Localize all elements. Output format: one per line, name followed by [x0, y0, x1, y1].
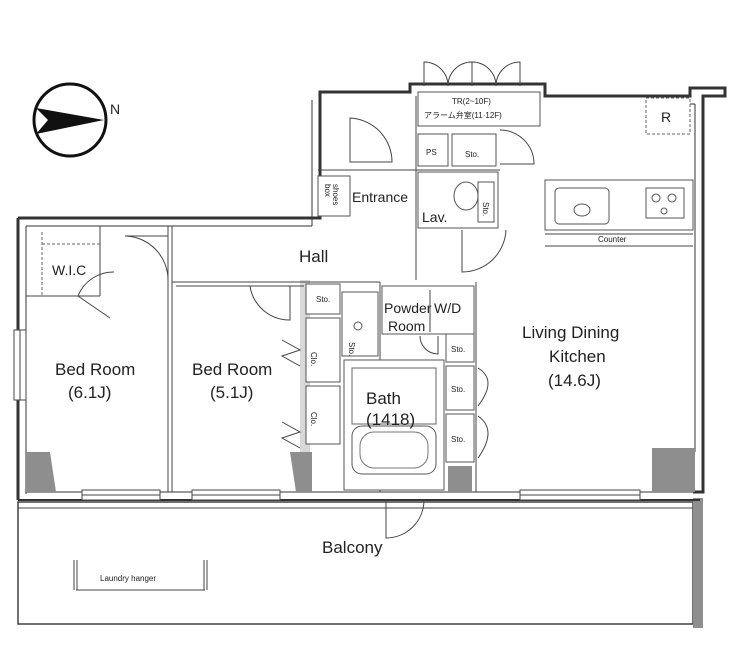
sto-2: Sto.	[451, 385, 465, 394]
ps-label: PS	[426, 148, 437, 157]
windows	[13, 329, 641, 501]
wic-label: W.I.C	[52, 262, 86, 278]
hall: Hall	[172, 247, 380, 283]
shoes-box-line2: box	[323, 184, 332, 197]
bedroom-1-size: (6.1J)	[68, 383, 111, 402]
tr-line1: TR(2~10F)	[452, 97, 491, 106]
sto-lav: Sto.	[481, 202, 490, 216]
bedroom-1: Bed Room (6.1J)	[55, 226, 173, 492]
refrigerator-label: R	[661, 109, 671, 125]
ldk-line1: Living Dining	[522, 323, 619, 342]
tr-line2: アラーム弁室(11·12F)	[424, 110, 502, 120]
powder-room: Powder Room W/D	[379, 282, 475, 492]
bedroom-2-name: Bed Room	[192, 360, 272, 379]
shoes-box-line1: shoes	[331, 184, 340, 205]
bath-name: Bath	[366, 389, 401, 408]
sto-3: Sto.	[451, 435, 465, 444]
ldk-line2: Kitchen	[549, 347, 606, 366]
balcony-area	[17, 498, 703, 628]
sto-hall: Sto.	[316, 295, 330, 304]
laundry-hanger-label: Laundry hanger	[100, 574, 156, 583]
entrance-label: Entrance	[352, 189, 408, 205]
powder-room-line2: Room	[388, 318, 425, 334]
powder-room-line1: Powder	[384, 300, 432, 316]
bedroom-2-size: (5.1J)	[210, 383, 253, 402]
structural-columns	[26, 280, 695, 492]
hall-label: Hall	[299, 247, 328, 266]
living-dining-kitchen: Living Dining Kitchen (14.6J)	[522, 323, 619, 390]
walk-in-closet: W.I.C	[26, 226, 115, 319]
bathroom: Bath (1418)	[343, 359, 445, 539]
lav-label: Lav.	[422, 209, 447, 225]
sto-vanity: Sto.	[347, 342, 356, 356]
sto-top: Sto.	[465, 150, 479, 159]
closet-label-1: Clo.	[309, 352, 318, 366]
counter-label: Counter	[598, 235, 627, 244]
bedroom-2: Bed Room (5.1J)	[176, 285, 304, 402]
north-label: N	[110, 101, 120, 117]
utility-top: TR(2~10F) アラーム弁室(11·12F) PS Sto.	[417, 61, 541, 167]
north-arrow-icon: N	[32, 82, 120, 158]
bath-size: (1418)	[366, 410, 415, 429]
ldk-size: (14.6J)	[548, 371, 601, 390]
kitchen-counter: Counter R	[544, 97, 694, 247]
balcony-label: Balcony	[322, 538, 383, 557]
closet-label-2: Clo.	[309, 412, 318, 426]
bath-storage: Sto. Sto. Sto.	[445, 282, 489, 492]
washer-dryer-label: W/D	[434, 300, 461, 316]
entrance-block: shoes box Entrance	[317, 96, 500, 280]
lavatory: Sto. Lav.	[417, 171, 507, 273]
bedroom-1-name: Bed Room	[55, 360, 135, 379]
closets: Sto. Clo. Clo. Sto.	[280, 283, 379, 449]
sto-1: Sto.	[451, 345, 465, 354]
